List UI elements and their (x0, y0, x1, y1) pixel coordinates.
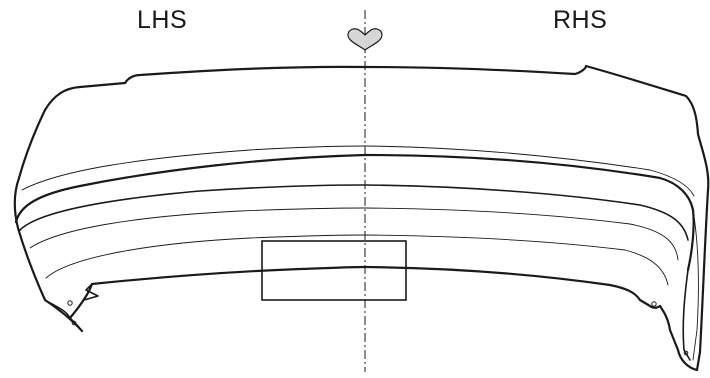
upper-swoop-line (21, 145, 695, 197)
left-hole (67, 300, 73, 306)
mid-contour-line (29, 207, 679, 261)
lhs-label: LHS (137, 6, 188, 34)
heart-icon (347, 28, 383, 51)
left-lip-step (83, 283, 99, 301)
bottom-lip (68, 265, 662, 320)
right-end-inner (692, 209, 699, 361)
left-bottom-hole (71, 320, 77, 326)
bumper-outline (13, 64, 710, 372)
lower-contour-line (45, 234, 669, 286)
right-end-flange (682, 269, 691, 361)
belt-line (14, 153, 695, 272)
right-hole (651, 301, 657, 307)
right-bottom-hole (683, 350, 689, 356)
plate-area (261, 240, 407, 301)
rhs-label: RHS (553, 6, 608, 34)
belt-lower-line (19, 184, 689, 241)
